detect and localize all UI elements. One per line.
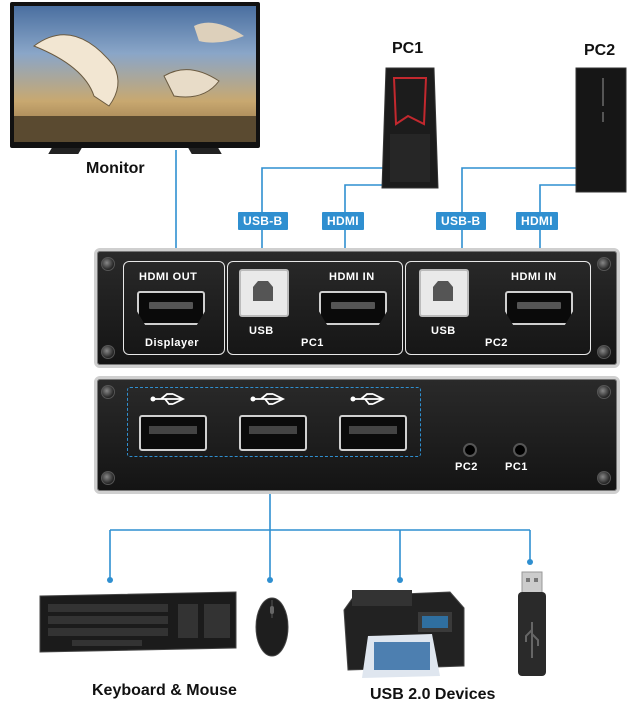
usb-a-port-2[interactable] (239, 415, 307, 451)
screw-icon (101, 385, 115, 399)
usb-devices-label: USB 2.0 Devices (370, 686, 496, 703)
displayer-label: Displayer (145, 337, 200, 349)
screw-icon (597, 471, 611, 485)
rear-panel: HDMI OUT Displayer USB HDMI IN PC1 USB H… (94, 248, 620, 368)
screw-icon (101, 257, 115, 271)
hdmi-out-port[interactable] (137, 291, 205, 325)
pc2-led-label: PC2 (455, 461, 478, 473)
usb-symbol-icon (250, 393, 286, 405)
screw-icon (101, 345, 115, 359)
pc2-hdmi-in-port[interactable] (505, 291, 573, 325)
printer-icon (340, 586, 470, 678)
usb-stick-icon (514, 570, 550, 680)
pc1-section (227, 261, 403, 355)
bird-scene-icon (14, 22, 256, 142)
pc2-section (405, 261, 591, 355)
keyboard-mouse-label: Keyboard & Mouse (92, 682, 237, 699)
pc2-usb-b-port[interactable] (419, 269, 469, 317)
usb-a-port-1[interactable] (139, 415, 207, 451)
displayer-section (123, 261, 225, 355)
pc1-label: PC1 (392, 40, 424, 57)
pc1-usb-b-tag: USB-B (238, 212, 288, 230)
pc2-tower-icon (574, 66, 628, 194)
pc2-label: PC2 (584, 42, 616, 59)
screw-icon (101, 471, 115, 485)
pc1-led-label: PC1 (505, 461, 528, 473)
usb-symbol-icon (350, 393, 386, 405)
pc1-usb-b-port[interactable] (239, 269, 289, 317)
pc1-hdmi-in-port[interactable] (319, 291, 387, 325)
screw-icon (597, 345, 611, 359)
pc1-hdmi-in-label: HDMI IN (329, 271, 375, 283)
pc1-usb-label: USB (249, 325, 274, 337)
usb-hub-outline (127, 387, 421, 457)
usb-a-port-3[interactable] (339, 415, 407, 451)
monitor-image (10, 2, 260, 154)
front-panel: PC2 PC1 (94, 376, 620, 494)
pc2-hdmi-tag: HDMI (516, 212, 558, 230)
pc1-tower-icon (380, 64, 440, 192)
monitor-label: Monitor (86, 160, 145, 177)
screw-icon (597, 385, 611, 399)
pc2-led (463, 443, 477, 457)
usb-symbol-icon (150, 393, 186, 405)
pc1-section-label: PC1 (301, 337, 324, 349)
pc2-usb-label: USB (431, 325, 456, 337)
hdmi-out-label: HDMI OUT (139, 271, 198, 283)
pc2-usb-b-tag: USB-B (436, 212, 486, 230)
screw-icon (597, 257, 611, 271)
keyboard-icon (38, 590, 238, 654)
pc1-led (513, 443, 527, 457)
pc1-hdmi-tag: HDMI (322, 212, 364, 230)
pc2-section-label: PC2 (485, 337, 508, 349)
pc2-hdmi-in-label: HDMI IN (511, 271, 557, 283)
mouse-icon (254, 596, 290, 658)
